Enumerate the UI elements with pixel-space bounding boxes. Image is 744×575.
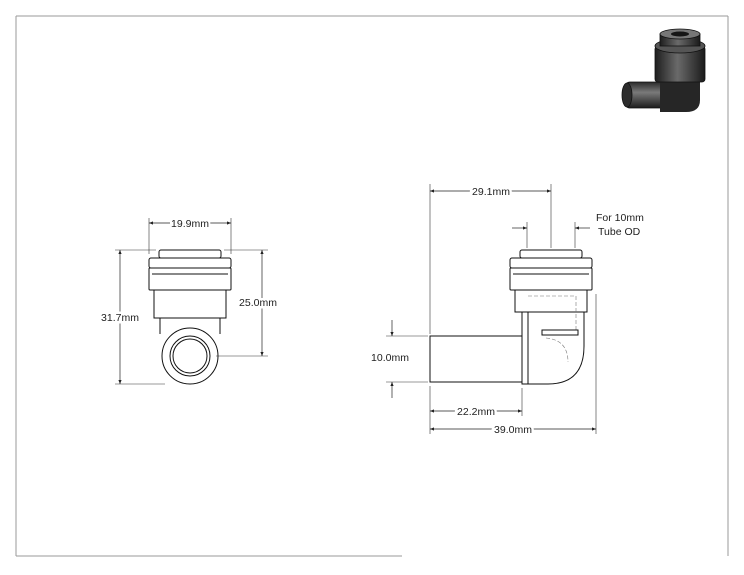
side-overall-length-label: 39.0mm [494, 424, 532, 436]
front-view [148, 249, 232, 385]
front-total-height-dimension: 31.7mm [99, 249, 165, 385]
side-tube-diameter-dimension: 10.0mm [369, 320, 428, 398]
tube-od-note-line1: For 10mm [596, 212, 644, 224]
tube-od-note-line2: Tube OD [598, 226, 641, 238]
front-width-label: 19.9mm [171, 218, 209, 230]
front-width-dimension: 19.9mm [148, 216, 232, 254]
drawing-frame [15, 15, 729, 557]
side-stem-length-label: 22.2mm [457, 406, 495, 418]
side-view [429, 249, 593, 385]
front-body-height-label: 25.0mm [239, 297, 277, 309]
side-stem-length-dimension: 22.2mm [430, 388, 523, 421]
tube-od-callout: For 10mm Tube OD [512, 212, 644, 248]
side-top-width-label: 29.1mm [472, 186, 510, 198]
front-total-height-label: 31.7mm [101, 312, 139, 324]
front-body-height-dimension: 25.0mm [216, 249, 280, 357]
side-overall-length-dimension: 39.0mm [429, 294, 597, 439]
side-tube-diameter-label: 10.0mm [371, 352, 409, 364]
fitting-3d-preview-icon [621, 28, 706, 112]
side-top-width-dimension: 29.1mm [429, 184, 552, 334]
